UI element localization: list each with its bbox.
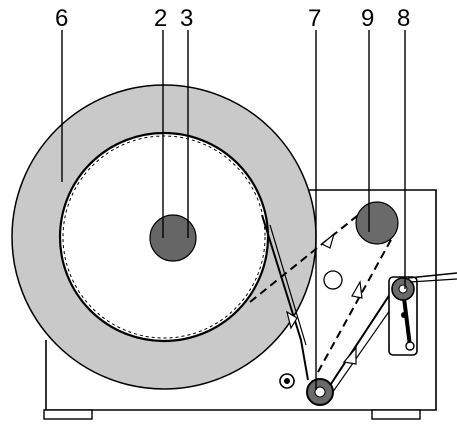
arrow-web-left [286, 310, 298, 330]
dancer-pin [401, 312, 407, 318]
dancer-arm-end [405, 341, 415, 351]
housing-hole [323, 270, 343, 290]
callout-2: 2 [154, 5, 167, 32]
web-exit-2 [409, 278, 457, 283]
arrow-web-dashed-2 [351, 280, 363, 299]
foot-left [43, 409, 93, 420]
arrow-web-dashed-1 [320, 232, 336, 249]
web-path-roll-to-roller [261, 214, 309, 381]
foot-right [371, 409, 421, 420]
housing-outline [45, 189, 437, 411]
web-path-to-dancer [324, 281, 399, 394]
web-path-dashed-upper [249, 211, 363, 303]
web-exit [407, 272, 457, 279]
lower-guide-roller-hub [314, 386, 326, 398]
roll-inner-dashed [62, 135, 266, 339]
upper-guide-roller [355, 201, 399, 245]
web-path-roll-to-roller-2 [269, 224, 307, 346]
callout-7: 7 [308, 5, 321, 32]
arrow-web-lower [342, 346, 357, 365]
spindle [149, 214, 197, 262]
callout-6: 6 [55, 5, 68, 32]
callout-8: 8 [397, 5, 410, 32]
idler-roller-hub [284, 378, 290, 384]
dancer-roller-hub [398, 284, 408, 294]
callout-3: 3 [180, 5, 193, 32]
callout-9: 9 [361, 5, 374, 32]
